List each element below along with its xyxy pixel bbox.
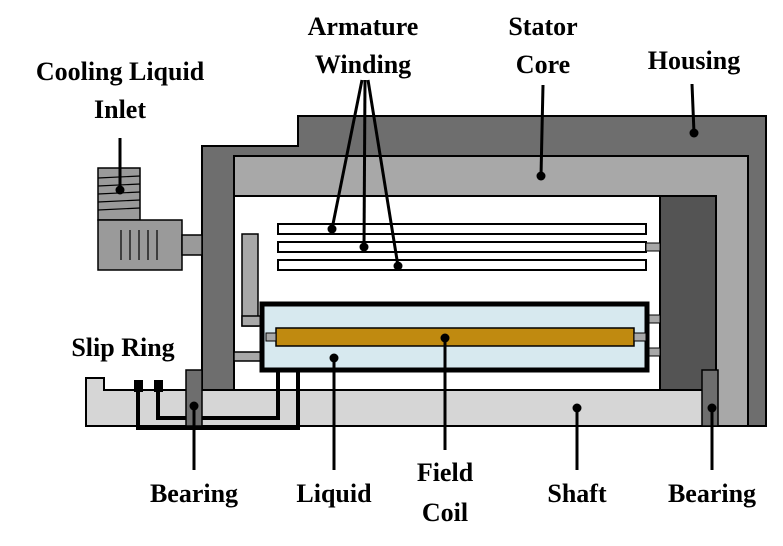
end-block (659, 195, 717, 391)
armature-winding-2 (277, 241, 647, 253)
field-coil (275, 327, 635, 347)
label-stator: Stator (508, 12, 577, 41)
coil-stub-right (633, 332, 647, 342)
label-shaft: Shaft (547, 479, 607, 508)
slip-ring-wiring (136, 372, 300, 430)
coil-stub-left (265, 332, 277, 342)
leader-lines (118, 79, 714, 470)
bearing-right-shape (701, 369, 719, 427)
label-armature: Armature (308, 12, 419, 41)
label-bearing-right: Bearing (668, 479, 756, 508)
label-inlet: Inlet (94, 95, 146, 124)
label-winding: Winding (315, 50, 411, 79)
label-core: Core (516, 50, 570, 79)
inlet-body-ribs (120, 230, 158, 260)
leader-dots (115, 128, 717, 413)
label-liquid: Liquid (296, 479, 372, 508)
winding-connector (645, 242, 661, 252)
inlet-nozzle (181, 234, 203, 256)
feed-pipe-vertical (241, 233, 259, 327)
armature-winding-1 (277, 223, 647, 235)
rotor-connector-lower (648, 347, 661, 357)
label-field: Field (417, 458, 474, 487)
armature-winding-3 (277, 259, 647, 271)
label-housing: Housing (648, 46, 741, 75)
label-cooling-liquid: Cooling Liquid (36, 57, 205, 86)
slip-ring (134, 380, 163, 392)
inlet-body (97, 219, 183, 271)
label-coil: Coil (422, 498, 468, 527)
label-bearing-left: Bearing (150, 479, 238, 508)
label-slip-ring: Slip Ring (71, 333, 174, 362)
rotor-connector-upper (648, 314, 661, 324)
